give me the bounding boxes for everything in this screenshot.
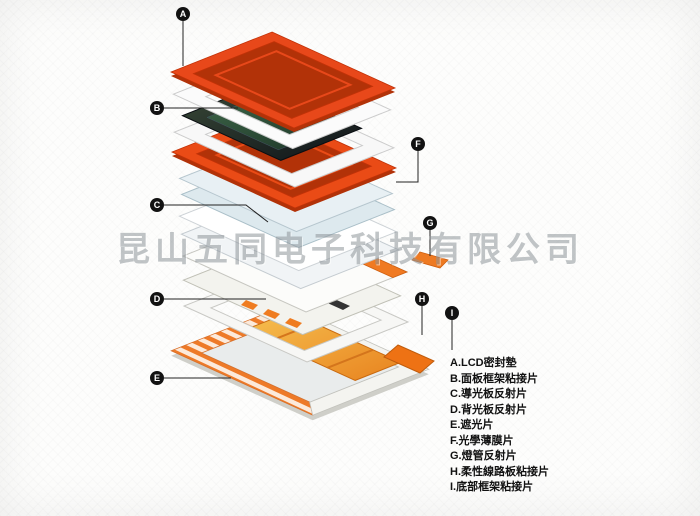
legend-item-h: H.柔性線路板粘接片 [450, 465, 549, 478]
pcb-chip-2 [263, 309, 280, 319]
legend-item-c: C.導光板反射片 [450, 388, 527, 400]
leader-line-c [164, 204, 269, 223]
legend-item-i: I.底部框架粘接片 [450, 481, 534, 493]
callout-h: H [415, 292, 429, 306]
callout-f: F [411, 137, 425, 151]
lcd-gasket-inner-line [213, 50, 353, 110]
legend-item-f: F.光學薄膜片 [450, 434, 514, 447]
second-gasket-inner-line [214, 130, 354, 190]
legend-item-d: D.背光板反射片 [450, 403, 527, 416]
lamp-end-piece [411, 251, 449, 269]
callout-g: G [423, 216, 437, 230]
flex-trace-3 [327, 348, 374, 369]
callout-e: E [150, 371, 164, 385]
legend-item-g: G.燈管反射片 [450, 450, 517, 462]
pcb-chip-1 [241, 300, 258, 310]
callout-b: B [150, 101, 164, 115]
callout-i: I [445, 306, 459, 320]
leader-line-f [396, 151, 419, 183]
pcb-chip-3 [285, 318, 302, 328]
callout-d: D [150, 292, 164, 306]
flex-tab [383, 344, 435, 374]
callout-c: C [150, 198, 164, 212]
lcd-gasket-layer [169, 31, 397, 129]
legend-item-e: E.遮光片 [450, 419, 494, 431]
callout-a: A [176, 7, 190, 21]
legend-item-b: B.面板框架粘接片 [450, 372, 538, 385]
parts-legend: A.LCD密封墊 B.面板框架粘接片 C.導光板反射片 D.背光板反射片 E.遮… [450, 356, 549, 496]
legend-item-a: A.LCD密封墊 [450, 357, 517, 369]
